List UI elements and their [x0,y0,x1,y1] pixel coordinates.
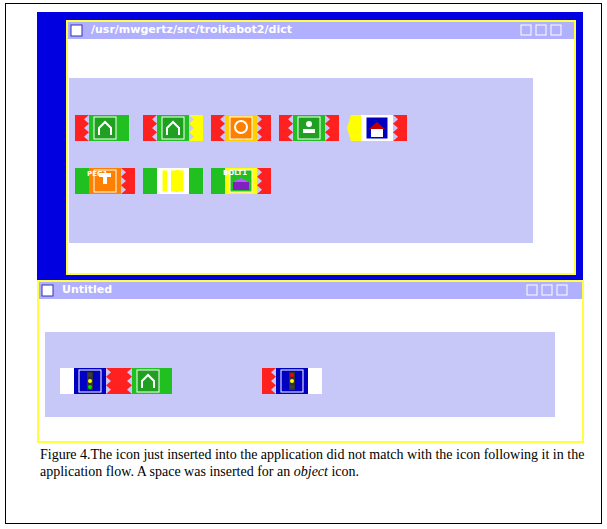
window-title: Untitled [62,283,112,296]
window: Untitled [38,281,583,442]
window: /usr/mwgertz/src/troikabot2/dictPEG1 BOLT… [67,21,575,274]
figure-caption: Figure 4.The icon just inserted into the… [40,446,588,480]
window-title: /usr/mwgertz/src/troikabot2/dict [91,23,292,36]
object-icon: BOLT1 [222,169,249,178]
icon-label: BOLT1 [223,169,247,177]
object-icon: PEG1 [86,170,108,179]
icon-label: PEG1 [87,170,108,178]
